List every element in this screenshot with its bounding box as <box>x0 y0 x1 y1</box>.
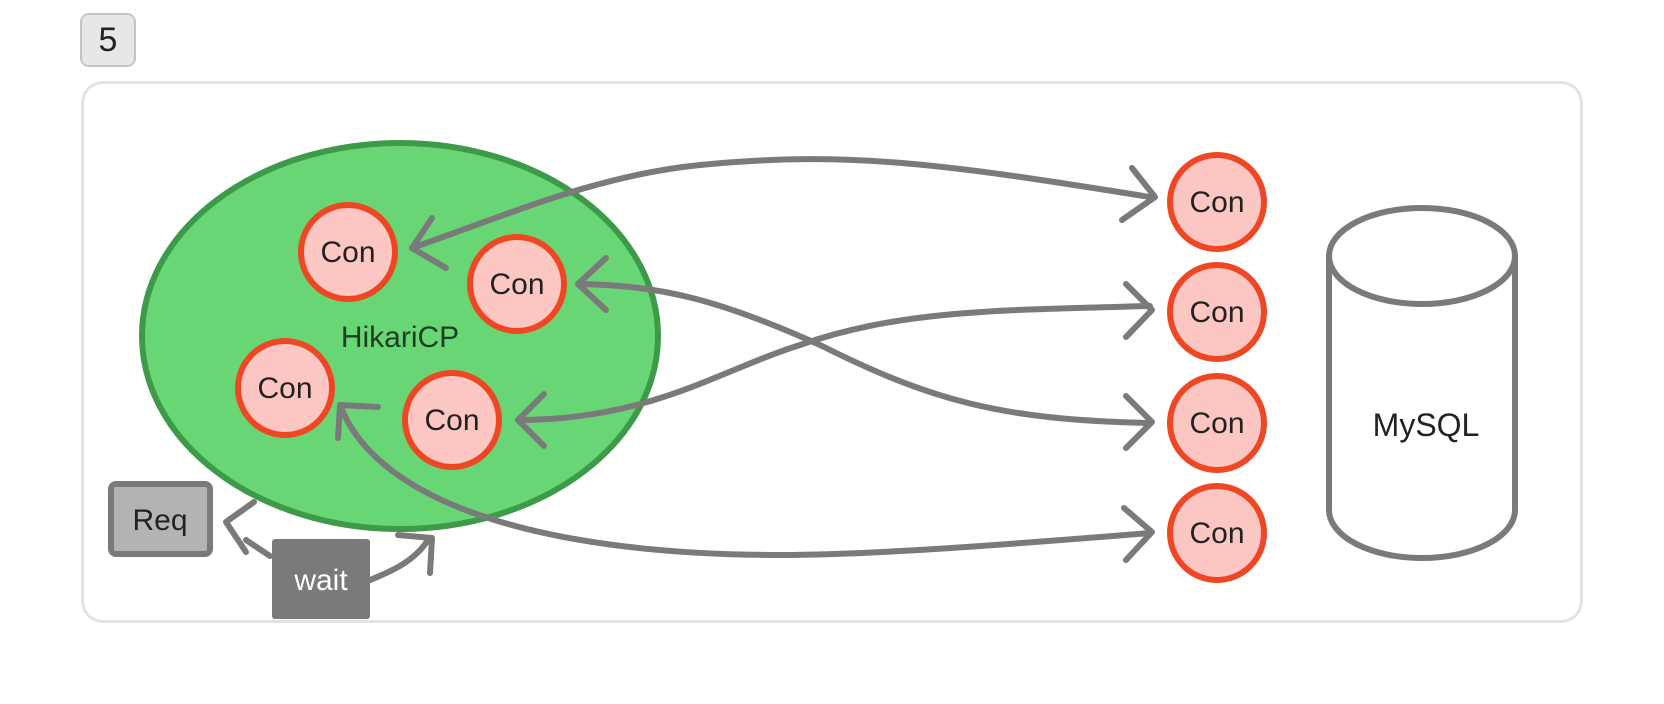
request-label: Req <box>132 504 187 537</box>
db-arrowhead-2 <box>1123 281 1155 340</box>
req-to-pool-arrow <box>223 499 257 555</box>
hikaricp-pool: HikariCP <box>139 140 661 532</box>
step-badge: 5 <box>80 13 136 67</box>
db-connection: Con <box>1167 483 1267 583</box>
pool-connection-label: Con <box>489 268 544 301</box>
wait-label: wait <box>293 564 348 597</box>
req-to-wait-arrow <box>243 537 273 559</box>
database-label: MySQL <box>1373 407 1480 443</box>
request-box: Req <box>108 481 213 557</box>
return-arrow-4-head <box>335 402 381 441</box>
db-connection-label: Con <box>1189 517 1244 550</box>
db-arrowhead-3 <box>1123 393 1155 451</box>
wait-to-pool-arrow <box>367 537 431 583</box>
database-cylinder-icon <box>1326 205 1518 561</box>
pool-connection-label: Con <box>257 372 312 405</box>
db-connection-label: Con <box>1189 296 1244 329</box>
return-arrow-2-head <box>515 391 547 449</box>
db-connection: Con <box>1167 152 1267 252</box>
return-arrow-3 <box>575 281 1153 426</box>
db-connection: Con <box>1167 373 1267 473</box>
pool-connection: Con <box>402 370 502 470</box>
pool-connection: Con <box>467 234 567 334</box>
pool-label: HikariCP <box>341 321 459 354</box>
wait-to-pool-arrow-head <box>395 532 435 576</box>
pool-connection-label: Con <box>320 236 375 269</box>
return-arrow-4 <box>337 402 1153 558</box>
return-arrow-1 <box>409 156 1153 251</box>
db-connection-label: Con <box>1189 407 1244 440</box>
return-arrow-2 <box>515 303 1153 423</box>
db-connection-label: Con <box>1189 186 1244 219</box>
pool-connection: Con <box>298 202 398 302</box>
db-connection: Con <box>1167 262 1267 362</box>
return-arrow-1-head <box>409 215 449 271</box>
pool-connection: Con <box>235 338 335 438</box>
wait-box: wait <box>272 539 370 619</box>
db-arrowhead-1 <box>1119 165 1158 223</box>
return-arrow-3-head <box>575 255 609 313</box>
db-arrowhead-4 <box>1121 505 1155 563</box>
pool-connection-label: Con <box>424 404 479 437</box>
